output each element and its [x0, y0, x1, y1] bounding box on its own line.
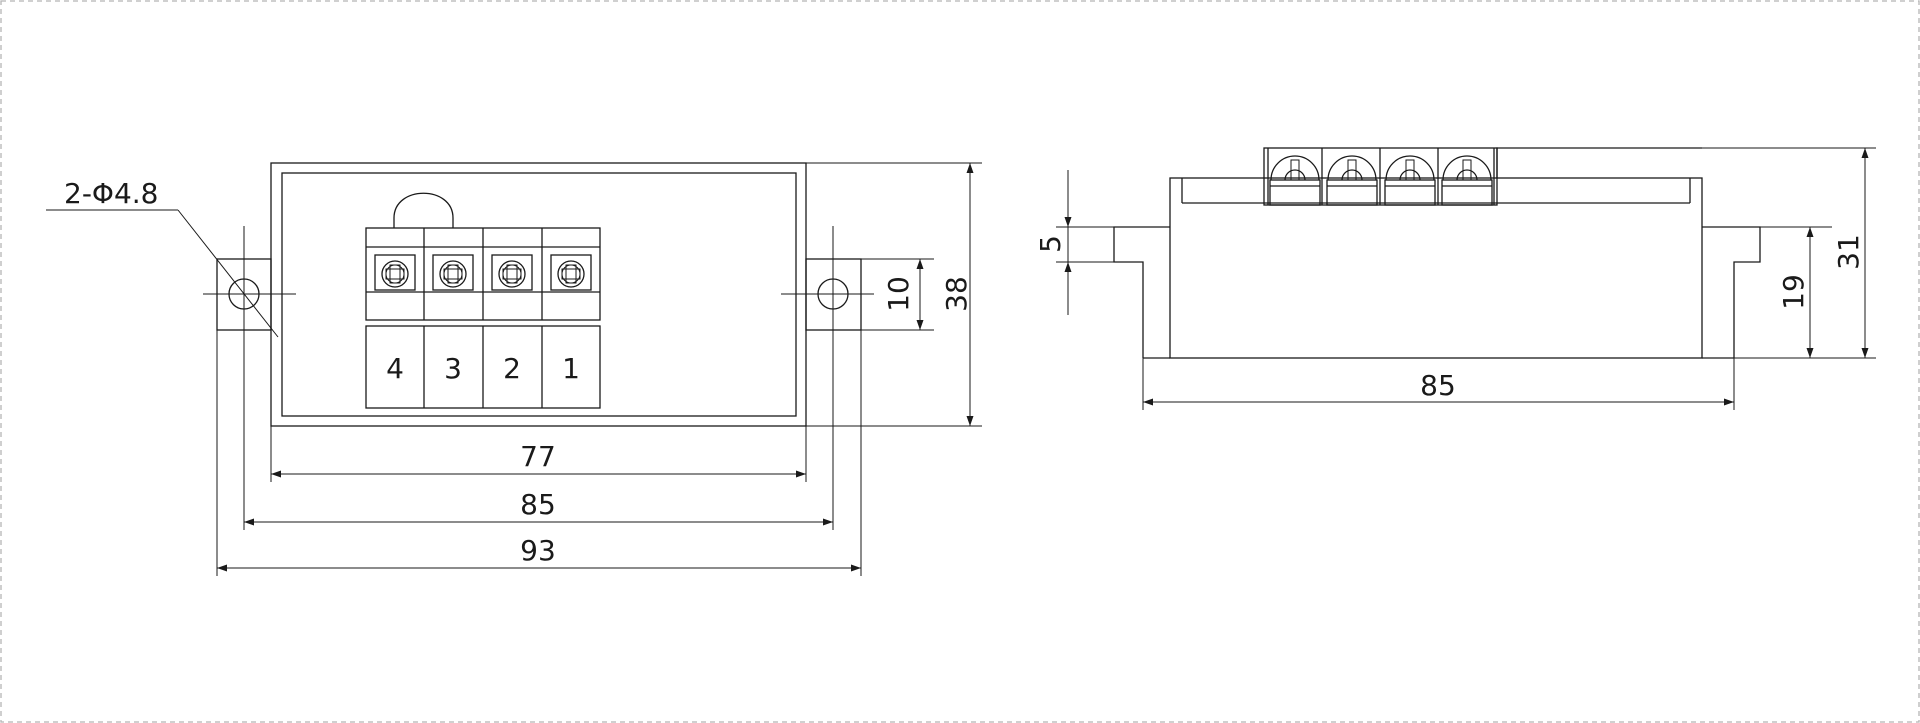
- terminal-screw-3: [432, 254, 474, 291]
- terminal-number: 4: [386, 352, 404, 385]
- terminal-screw-1: [550, 254, 592, 291]
- side-terminal-posts: [1263, 147, 1498, 206]
- terminal-number: 2: [503, 352, 521, 385]
- side-screw-head: [1384, 155, 1436, 206]
- dim-label-side-85: 85: [1420, 369, 1456, 402]
- hole-leader-diagonal: [177, 209, 279, 338]
- hole-spec-label: 2-Φ4.8: [64, 177, 159, 210]
- terminal-screw-2: [491, 254, 533, 291]
- terminal-screw-4: [374, 254, 416, 291]
- dim-label-31: 31: [1832, 234, 1865, 270]
- front-view: 2-Φ4.8: [46, 162, 982, 576]
- dim-label-77: 77: [520, 440, 556, 473]
- front-body-inner: [281, 172, 797, 417]
- dim-label-5: 5: [1034, 235, 1067, 253]
- dim-label-10: 10: [882, 276, 915, 312]
- jumper-wire: [393, 192, 454, 228]
- terminal-number: 3: [444, 352, 462, 385]
- side-screw-head: [1441, 155, 1493, 206]
- terminal-number: 1: [562, 352, 580, 385]
- dim-label-85: 85: [520, 488, 556, 521]
- side-screw-head: [1269, 155, 1321, 206]
- front-body-outline: [270, 162, 807, 427]
- side-screw-head: [1326, 155, 1378, 206]
- dim-label-38: 38: [940, 276, 973, 312]
- dim-label-93: 93: [520, 534, 556, 567]
- side-view: 5 85 19 31: [1034, 147, 1876, 410]
- side-body-outline: [1169, 177, 1703, 359]
- dim-label-19: 19: [1777, 274, 1810, 310]
